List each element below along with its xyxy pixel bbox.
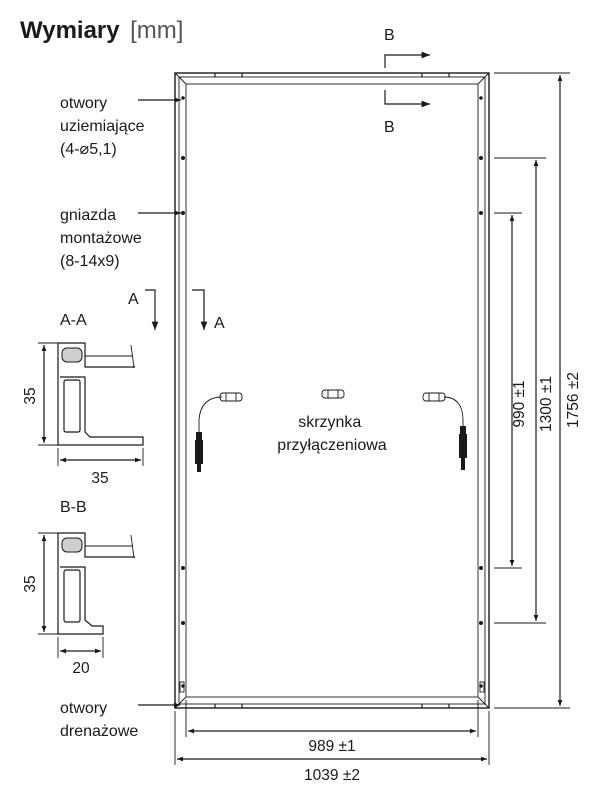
section-a-height: 35 <box>22 387 39 404</box>
section-marker-b-top: B <box>384 27 395 44</box>
junction-box-label: skrzynka przyłączeniowa <box>277 414 386 454</box>
section-a-profile <box>57 342 144 446</box>
section-marker-b-bottom: B <box>384 119 395 136</box>
section-a-dims <box>38 342 144 466</box>
section-marker-b <box>384 51 430 108</box>
section-b-title: B-B <box>60 499 87 516</box>
section-marker-a <box>145 289 208 330</box>
section-marker-a-right: A <box>214 315 225 332</box>
height-dimensions <box>494 72 570 709</box>
section-a-title: A-A <box>60 312 87 329</box>
width-dimensions <box>174 700 490 765</box>
section-b-dims <box>38 532 104 658</box>
section-a-width: 35 <box>91 470 108 487</box>
dim-1756-label: 1756 ±2 <box>565 372 582 428</box>
section-b-profile <box>57 532 135 635</box>
junction-box <box>195 389 467 472</box>
grounding-holes-label: otwory uziemiające (4-⌀5,1) <box>60 95 149 158</box>
page-title: Wymiary [mm] <box>20 17 183 44</box>
module-frame <box>174 72 490 709</box>
mounting-slots-label: gniazda montażowe (8-14x9) <box>60 207 146 270</box>
dim-1300-label: 1300 ±1 <box>538 376 555 432</box>
dim-990-label: 990 ±1 <box>511 380 528 427</box>
section-marker-a-left: A <box>128 291 139 308</box>
drain-holes-label: otwory drenażowe <box>60 700 138 740</box>
outer-width-label: 1039 ±2 <box>304 767 360 784</box>
inner-width-label: 989 ±1 <box>308 738 355 755</box>
section-b-height: 35 <box>22 575 39 592</box>
title-unit: [mm] <box>130 17 183 44</box>
section-b-width: 20 <box>72 660 90 677</box>
title-main: Wymiary <box>20 17 120 44</box>
